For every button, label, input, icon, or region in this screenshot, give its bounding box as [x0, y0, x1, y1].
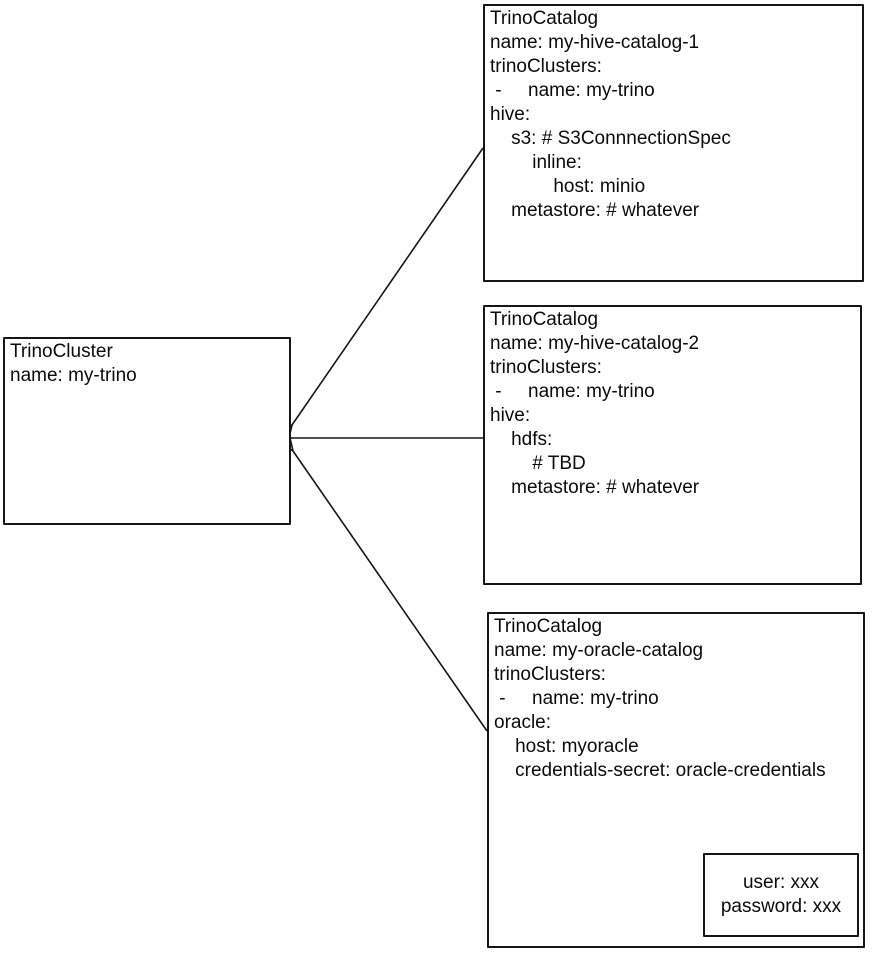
node-trino-catalog-hive-1-label: TrinoCatalog name: my-hive-catalog-1 tri…	[490, 8, 731, 221]
node-oracle-credentials-secret: user: xxx password: xxx	[703, 853, 859, 937]
node-trino-catalog-hive-2-label: TrinoCatalog name: my-hive-catalog-2 tri…	[490, 309, 700, 498]
node-trino-catalog-hive-1: TrinoCatalog name: my-hive-catalog-1 tri…	[483, 4, 864, 282]
node-trino-catalog-hive-2: TrinoCatalog name: my-hive-catalog-2 tri…	[483, 305, 862, 585]
edge-catalog3-to-cluster	[293, 451, 488, 732]
node-trino-cluster-label: TrinoCluster name: my-trino	[10, 341, 137, 386]
node-trino-cluster: TrinoCluster name: my-trino	[3, 337, 291, 525]
node-trino-catalog-oracle: TrinoCatalog name: my-oracle-catalog tri…	[487, 612, 865, 948]
node-trino-catalog-oracle-label: TrinoCatalog name: my-oracle-catalog tri…	[494, 616, 826, 781]
node-oracle-credentials-secret-label: user: xxx password: xxx	[720, 872, 842, 917]
edge-catalog1-to-cluster	[292, 147, 484, 425]
